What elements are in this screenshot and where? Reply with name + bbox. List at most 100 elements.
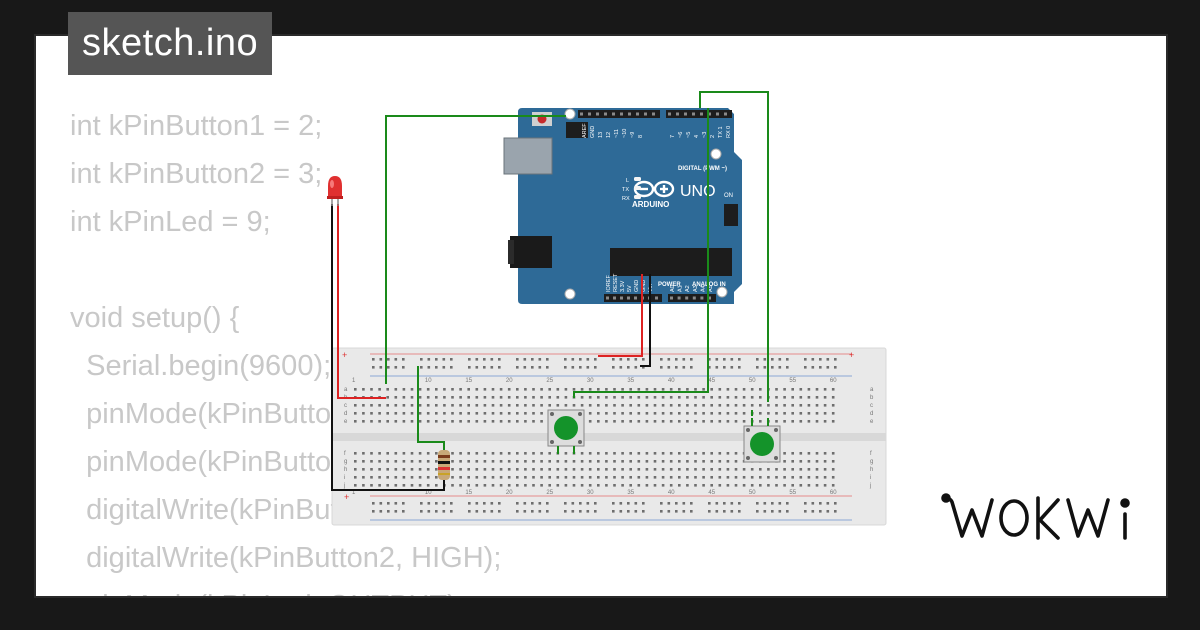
pin-label: 2 [710,135,716,138]
breadboard-column-number: 1 [352,490,356,496]
breadboard-row-letter: d [344,411,347,417]
breadboard-hole [442,510,446,513]
breadboard-hole [661,484,665,487]
breadboard-hole [450,510,453,513]
breadboard-hole [523,502,527,505]
breadboard-hole [386,484,389,487]
breadboard-hole [426,476,430,479]
breadboard-hole [613,420,616,423]
breadboard-hole [621,452,624,455]
code-line: int kPinButton1 = 2; [70,110,323,142]
breadboard-hole [718,388,722,391]
breadboard-hole [708,510,711,513]
breadboard-hole [686,460,689,463]
breadboard-hole [653,420,657,423]
breadboard-hole [556,396,560,399]
breadboard-hole [605,476,608,479]
breadboard-hole [532,476,535,479]
breadboard-hole [546,358,549,361]
breadboard-hole [629,388,632,391]
header-analog [668,294,716,302]
breadboard-hole [483,420,487,423]
breadboard-hole [619,358,623,361]
breadboard-hole [435,396,438,399]
pin-label: ~5 [686,132,692,138]
breadboard-hole [402,358,405,361]
breadboard-hole [791,396,794,399]
breadboard-hole [483,404,487,407]
breadboard-hole [775,476,778,479]
breadboard-hole [678,460,681,463]
breadboard-column-number: 60 [830,490,837,496]
breadboard-hole [435,452,438,455]
breadboard-hole [572,404,576,407]
breadboard-hole [524,420,527,423]
breadboard-hole [819,502,822,505]
code-line: void setup() { [70,302,240,334]
breadboard-hole [491,484,495,487]
breadboard-row-letter: h [870,467,873,473]
breadboard-hole [378,476,381,479]
breadboard-hole [783,468,786,471]
breadboard-hole [426,396,430,399]
breadboard-hole [548,452,551,455]
breadboard-hole [799,476,803,479]
pin-label: A1 [678,285,684,292]
breadboard-hole [507,420,511,423]
breadboard-hole [588,468,592,471]
breadboard-hole [686,476,689,479]
pin-label: ~10 [622,129,628,138]
breadboard-hole [694,452,697,455]
breadboard-column-number: 50 [749,490,756,496]
breadboard-hole [491,460,495,463]
breadboard-hole [694,476,697,479]
pin-label: ~3 [702,132,708,138]
breadboard-hole [804,358,807,361]
breadboard-hole [451,460,454,463]
pin-label: TX 1 [718,126,724,138]
breadboard-hole [645,420,649,423]
breadboard-hole [402,460,406,463]
breadboard-hole [815,476,819,479]
breadboard-hole [579,510,582,513]
breadboard-hole [723,358,726,361]
breadboard-hole [483,388,487,391]
code-line: int kPinButton2 = 3; [70,158,323,190]
breadboard-hole [675,358,678,361]
breadboard-hole [499,468,503,471]
breadboard-hole [556,404,560,407]
breadboard-hole [524,452,527,455]
breadboard-hole [467,484,470,487]
breadboard-hole [564,452,568,455]
breadboard-hole [451,476,454,479]
breadboard-hole [491,420,495,423]
breadboard-hole [594,366,597,369]
breadboard-column-number: 1 [352,378,356,384]
breadboard-hole [410,484,414,487]
breadboard-hole [718,420,722,423]
breadboard-hole [418,404,422,407]
breadboard-hole [435,412,438,415]
breadboard-hole [612,502,615,505]
header-pin [692,296,696,300]
breadboard-hole [548,476,551,479]
breadboard-column-number: 50 [749,378,756,384]
breadboard-hole [771,366,774,369]
board-led-label: RX [622,196,630,202]
breadboard-hole [823,476,827,479]
header-pin [670,296,673,300]
breadboard-hole [467,388,470,391]
breadboard-hole [637,476,641,479]
breadboard-hole [379,510,383,513]
breadboard-column-number: 10 [425,378,432,384]
breadboard-hole [394,358,398,361]
breadboard-column-number: 15 [465,490,472,496]
breadboard-hole [759,388,762,391]
breadboard-hole [734,468,738,471]
breadboard-hole [354,412,357,415]
header-pin [606,296,609,300]
breadboard-hole [661,412,665,415]
breadboard-hole [613,388,616,391]
breadboard-hole [715,502,719,505]
breadboard-hole [418,396,422,399]
